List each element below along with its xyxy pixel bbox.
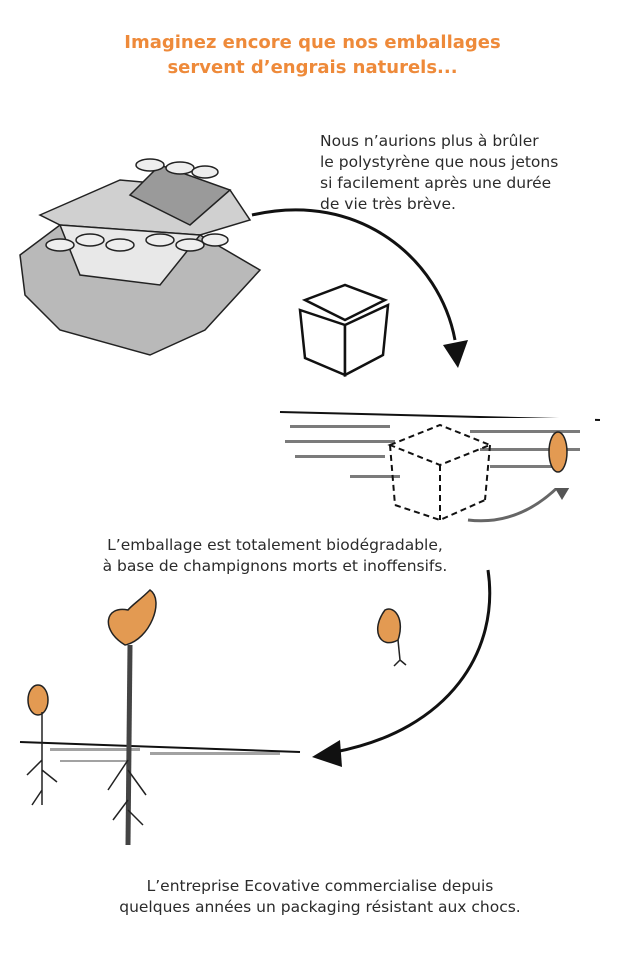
mushroom-packaging-illustration xyxy=(19,158,262,356)
caption-line: de vie très brève. xyxy=(320,195,456,213)
caption-polystyrene: Nous n’aurions plus à brûler le polystyr… xyxy=(320,131,620,215)
arrow-head-1 xyxy=(443,340,468,368)
title-line-1: Imaginez encore que nos emballages xyxy=(124,32,501,53)
title-line-2: servent d’engrais naturels... xyxy=(167,57,458,78)
cycle-arrows xyxy=(251,208,562,754)
caption-line: L’emballage est totalement biodégradable… xyxy=(107,536,443,554)
seed-icon xyxy=(548,431,568,473)
sprouting-seed-icon xyxy=(376,608,407,667)
caption-ecovative: L’entreprise Ecovative commercialise dep… xyxy=(40,876,600,918)
soil-decomposition-illustration xyxy=(279,411,601,522)
caption-line: si facilement après une durée xyxy=(320,174,552,192)
caption-line: le polystyrène que nous jetons xyxy=(320,153,559,171)
caption-line: à base de champignons morts et inoffensi… xyxy=(102,557,448,575)
caption-line: L’entreprise Ecovative commercialise dep… xyxy=(146,877,494,895)
plants-illustration xyxy=(19,589,301,846)
packaging-cube-icon xyxy=(298,283,390,378)
caption-line: Nous n’aurions plus à brûler xyxy=(320,132,539,150)
page-title: Imaginez encore que nos emballages serve… xyxy=(0,30,625,80)
arrow-head-2 xyxy=(312,740,342,767)
caption-biodegradable: L’emballage est totalement biodégradable… xyxy=(40,535,510,577)
caption-line: quelques années un packaging résistant a… xyxy=(119,898,521,916)
